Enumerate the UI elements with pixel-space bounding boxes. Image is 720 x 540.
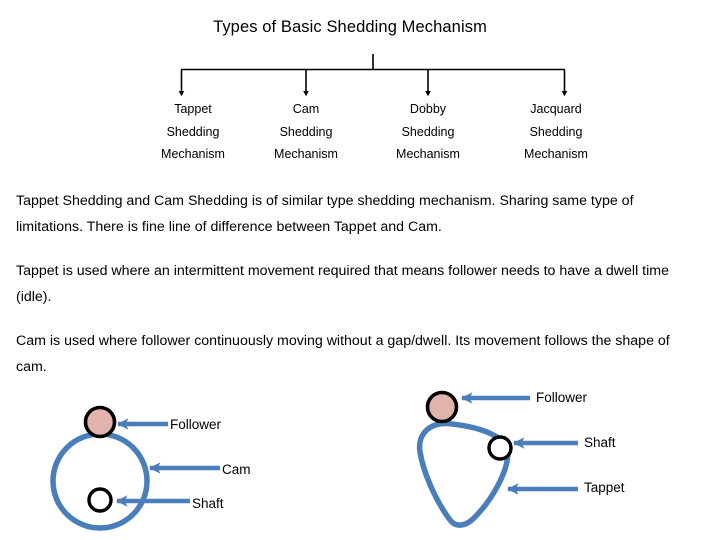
tappet-follower-circle bbox=[425, 390, 459, 424]
label-cam-shaft: Shaft bbox=[192, 496, 224, 511]
tree-node-title: Cam bbox=[292, 102, 320, 116]
label-tappet-body: Tappet bbox=[584, 480, 625, 495]
tree-node-title: Jacquard bbox=[530, 102, 582, 116]
cam-follower-circle bbox=[83, 405, 117, 439]
tappet-figure bbox=[416, 390, 578, 528]
body-paragraph-2: Tappet is used where an intermittent mov… bbox=[16, 263, 669, 305]
tree-connector-diagram bbox=[178, 54, 568, 97]
label-tappet-shaft: Shaft bbox=[584, 435, 616, 450]
tree-node-line3: Mechanism bbox=[274, 147, 338, 161]
tree-node-jacquard: Jacquard Shedding Mechanism bbox=[496, 98, 616, 166]
tappet-body-shape bbox=[416, 420, 511, 528]
label-tappet-follower: Follower bbox=[536, 390, 588, 405]
label-cam-follower: Follower bbox=[170, 417, 222, 432]
tree-node-line2: Shedding bbox=[401, 124, 455, 139]
tree-node-line2: Shedding bbox=[279, 124, 333, 139]
body-paragraph-1: Tappet Shedding and Cam Shedding is of s… bbox=[16, 193, 634, 235]
tree-node-dobby: Dobby Shedding Mechanism bbox=[368, 98, 488, 166]
tree-node-line2: Shedding bbox=[529, 124, 583, 139]
tree-node-line3: Mechanism bbox=[524, 147, 588, 161]
tree-node-line2: Shedding bbox=[166, 124, 220, 139]
tree-node-title: Tappet bbox=[174, 102, 212, 116]
cam-shaft-circle bbox=[87, 487, 113, 513]
page-title: Types of Basic Shedding Mechanism bbox=[213, 18, 487, 36]
label-cam-body: Cam bbox=[222, 462, 251, 477]
tree-node-cam: Cam Shedding Mechanism bbox=[246, 98, 366, 166]
body-paragraph-3: Cam is used where follower continuously … bbox=[16, 333, 670, 375]
tree-node-line3: Mechanism bbox=[396, 147, 460, 161]
tree-node-title: Dobby bbox=[409, 102, 447, 116]
tree-node-tappet: Tappet Shedding Mechanism bbox=[133, 98, 253, 166]
tree-node-line3: Mechanism bbox=[161, 147, 225, 161]
cam-body-circle bbox=[50, 431, 150, 531]
tappet-shaft-circle bbox=[487, 435, 513, 461]
